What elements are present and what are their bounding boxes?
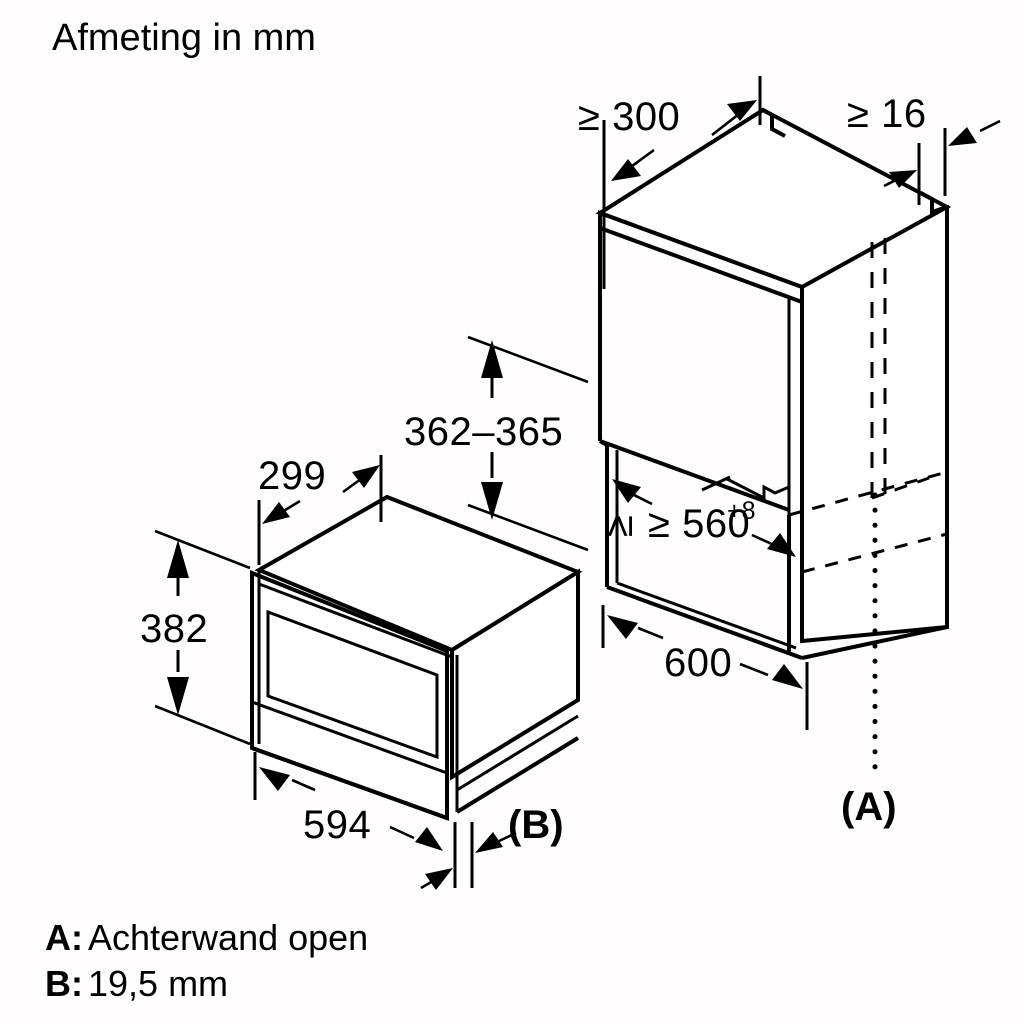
reference-b-group: (B) (420, 803, 564, 890)
cabinet-top-notch-right (920, 191, 948, 215)
arrowhead-niche-width-left (612, 479, 641, 503)
arrowhead-app-width-right (415, 827, 443, 851)
hidden-interior-top-diagonal (788, 470, 948, 517)
arrowhead-app-depth-left (262, 502, 290, 524)
ext-line-app-height-top (154, 529, 251, 570)
niche-bottom-front-edge-inner (616, 581, 797, 650)
leader-app-width-left (291, 778, 316, 792)
dimension-label-niche-width-tolerance: +8 (727, 497, 756, 525)
arrowhead-b-lower (425, 868, 453, 890)
niche-support-ledge (726, 477, 790, 501)
arrowhead-depth-left (611, 159, 641, 181)
arrowhead-niche-height-up (481, 340, 503, 378)
arrowhead-niche-height-down (481, 482, 503, 520)
dimension-label-niche-height: 362–365 (404, 410, 563, 454)
arrowhead-app-height-up (167, 540, 189, 578)
dimension-label-appliance-height: 382 (140, 607, 208, 651)
leader-app-width-right (389, 825, 415, 840)
dimension-appliance-depth: 299 (257, 454, 383, 565)
legend-group: A: Achterwand open B: 19,5 mm (45, 917, 368, 1004)
arrowhead-app-depth-right (352, 465, 380, 488)
arrowhead-app-height-down (167, 677, 189, 715)
niche-bottom-front-edge-outer (606, 585, 803, 660)
reference-marker-b: (B) (508, 803, 564, 847)
dimension-label-cabinet-width: 600 (664, 641, 732, 685)
leader-thickness-right (979, 119, 1001, 133)
leader-cab-width-left (637, 626, 664, 640)
legend-key-a: A: (45, 917, 83, 958)
appliance-front-bottom-trim (251, 700, 448, 775)
appliance-bottom-front-edge (251, 746, 448, 820)
legend-text-b: 19,5 mm (88, 963, 228, 1004)
dimension-niche-height: 362–365 (404, 335, 589, 552)
arrowhead-cab-width-right (772, 664, 803, 689)
dimension-niche-width: ≥ ≥ 560 +8 (597, 479, 796, 557)
legend-text-a: Achterwand open (88, 917, 368, 958)
dimension-cabinet-depth: ≥ 300 (578, 76, 762, 289)
ext-line-niche-height-bottom (467, 503, 589, 552)
arrowhead-b-right (475, 832, 503, 853)
legend-key-b: B: (45, 963, 83, 1004)
appliance-bottom-right-edge-inner (456, 714, 579, 792)
niche-width-operator: ≥ (597, 515, 641, 537)
dimension-label-cabinet-depth: ≥ 300 (578, 95, 680, 139)
page-title: Afmeting in mm (52, 17, 316, 59)
leader-b-right (498, 831, 517, 843)
niche-bottom-right-edge (801, 625, 948, 660)
hidden-interior-short-diagonal (871, 476, 930, 500)
dimension-label-appliance-depth: 299 (258, 454, 326, 498)
reference-a-group: (A) (841, 492, 897, 829)
arrowhead-app-width-left (259, 767, 290, 791)
greater-equal-rotated-icon: ≥ (597, 515, 641, 537)
arrowhead-depth-right (727, 100, 757, 121)
leader-niche-width-left (631, 492, 653, 506)
dimension-side-panel-thickness: ≥ 16 (847, 92, 1001, 205)
dimension-cabinet-width: 600 (601, 605, 809, 730)
dimension-label-niche-width: ≥ 560 (648, 502, 750, 546)
ext-line-app-height-bottom (154, 704, 251, 746)
appliance-bottom-right-edge (455, 736, 580, 814)
dimension-appliance-width: 594 (253, 752, 443, 851)
arrowhead-cab-width-left (607, 615, 638, 639)
reference-marker-a: (A) (841, 785, 897, 829)
appliance-group (250, 494, 583, 821)
cabinet-niche-group (595, 107, 952, 660)
dimension-label-appliance-width: 594 (303, 803, 371, 847)
dimension-label-side-panel-thickness: ≥ 16 (847, 92, 927, 136)
arrowhead-niche-width-right (767, 533, 796, 557)
appliance-front-top-strip (258, 582, 453, 659)
leader-app-depth-left (281, 499, 301, 514)
leader-cab-width-right (739, 662, 769, 677)
cabinet-upper-front-bottom (599, 439, 790, 512)
appliance-right-side-face (450, 568, 580, 781)
ext-line-niche-height-top (467, 335, 589, 384)
arrowhead-thickness-right (948, 127, 977, 146)
niche-support-ledge-leader (701, 475, 731, 492)
appliance-door-window-frame (266, 609, 439, 760)
arrowhead-thickness-left (889, 170, 917, 188)
dimension-appliance-height: 382 (140, 529, 251, 746)
